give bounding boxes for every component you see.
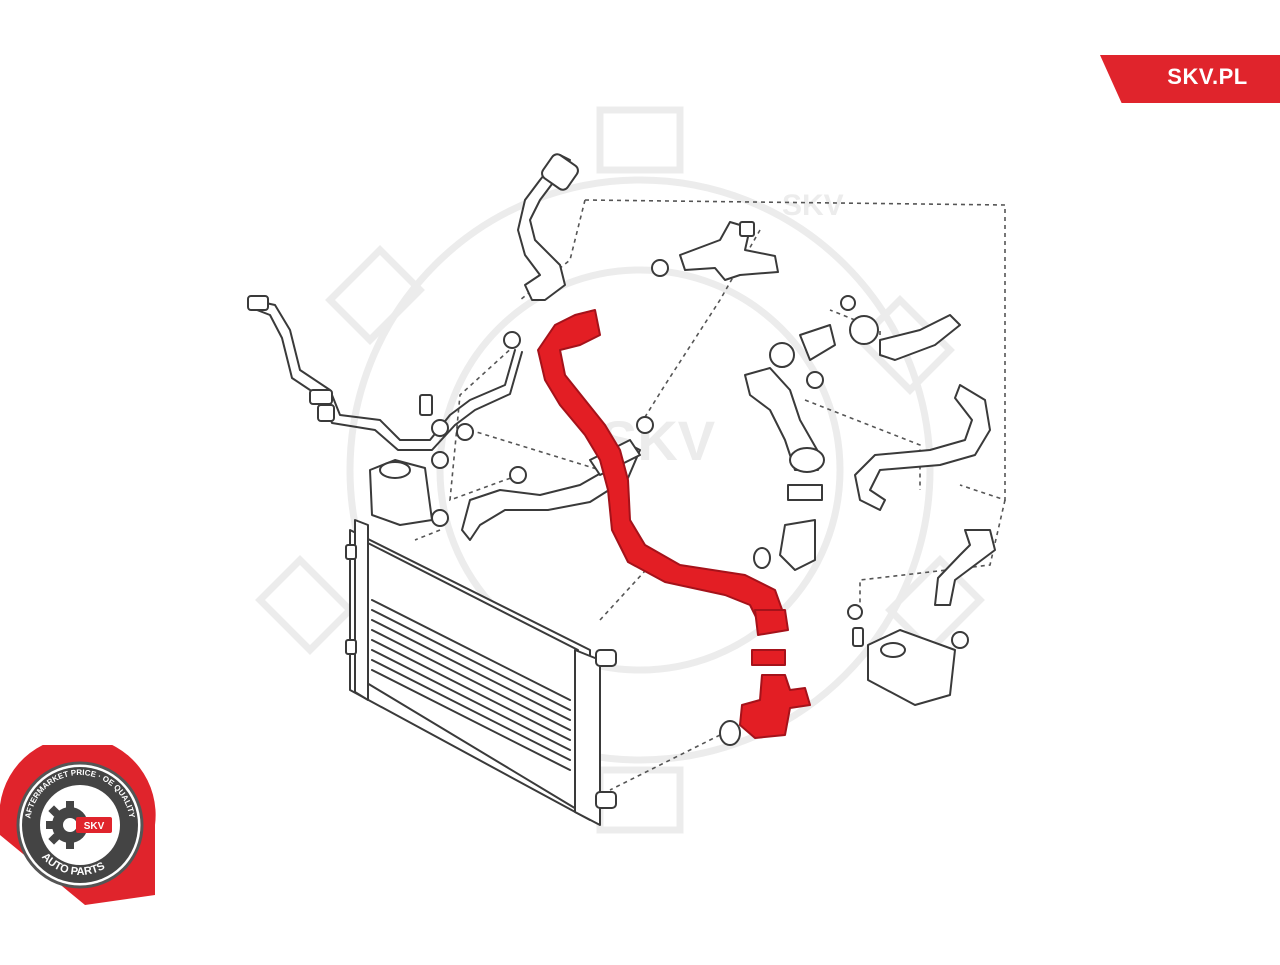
badge-center-text: SKV (84, 821, 105, 832)
hose-clamps (431, 259, 969, 649)
thermostat-housing (679, 221, 779, 281)
brand-site-label: SKV.PL (1167, 64, 1248, 89)
watermark-text-small: SKV (782, 189, 844, 222)
metal-coolant-pipe (247, 295, 523, 451)
upper-right-connector (769, 314, 961, 368)
oil-cooler (852, 627, 956, 706)
radiator-hose[interactable] (537, 309, 811, 746)
gear-icon (46, 801, 88, 849)
skv-auto-parts-badge: AFTERMARKET PRICE · OE QUALITY AUTO PART… (0, 745, 156, 905)
upper-bleed-hose (517, 153, 579, 301)
radiator (345, 519, 617, 826)
brand-tag: SKV.PL (1100, 55, 1280, 103)
badge-center-plate (76, 817, 112, 833)
lower-right-small-hose (934, 529, 996, 606)
middle-right-hose (744, 367, 825, 571)
expansion-tank (369, 459, 433, 526)
radiator-fins (371, 599, 571, 771)
far-right-hose (854, 384, 991, 511)
brand-tag-background (1100, 55, 1280, 103)
